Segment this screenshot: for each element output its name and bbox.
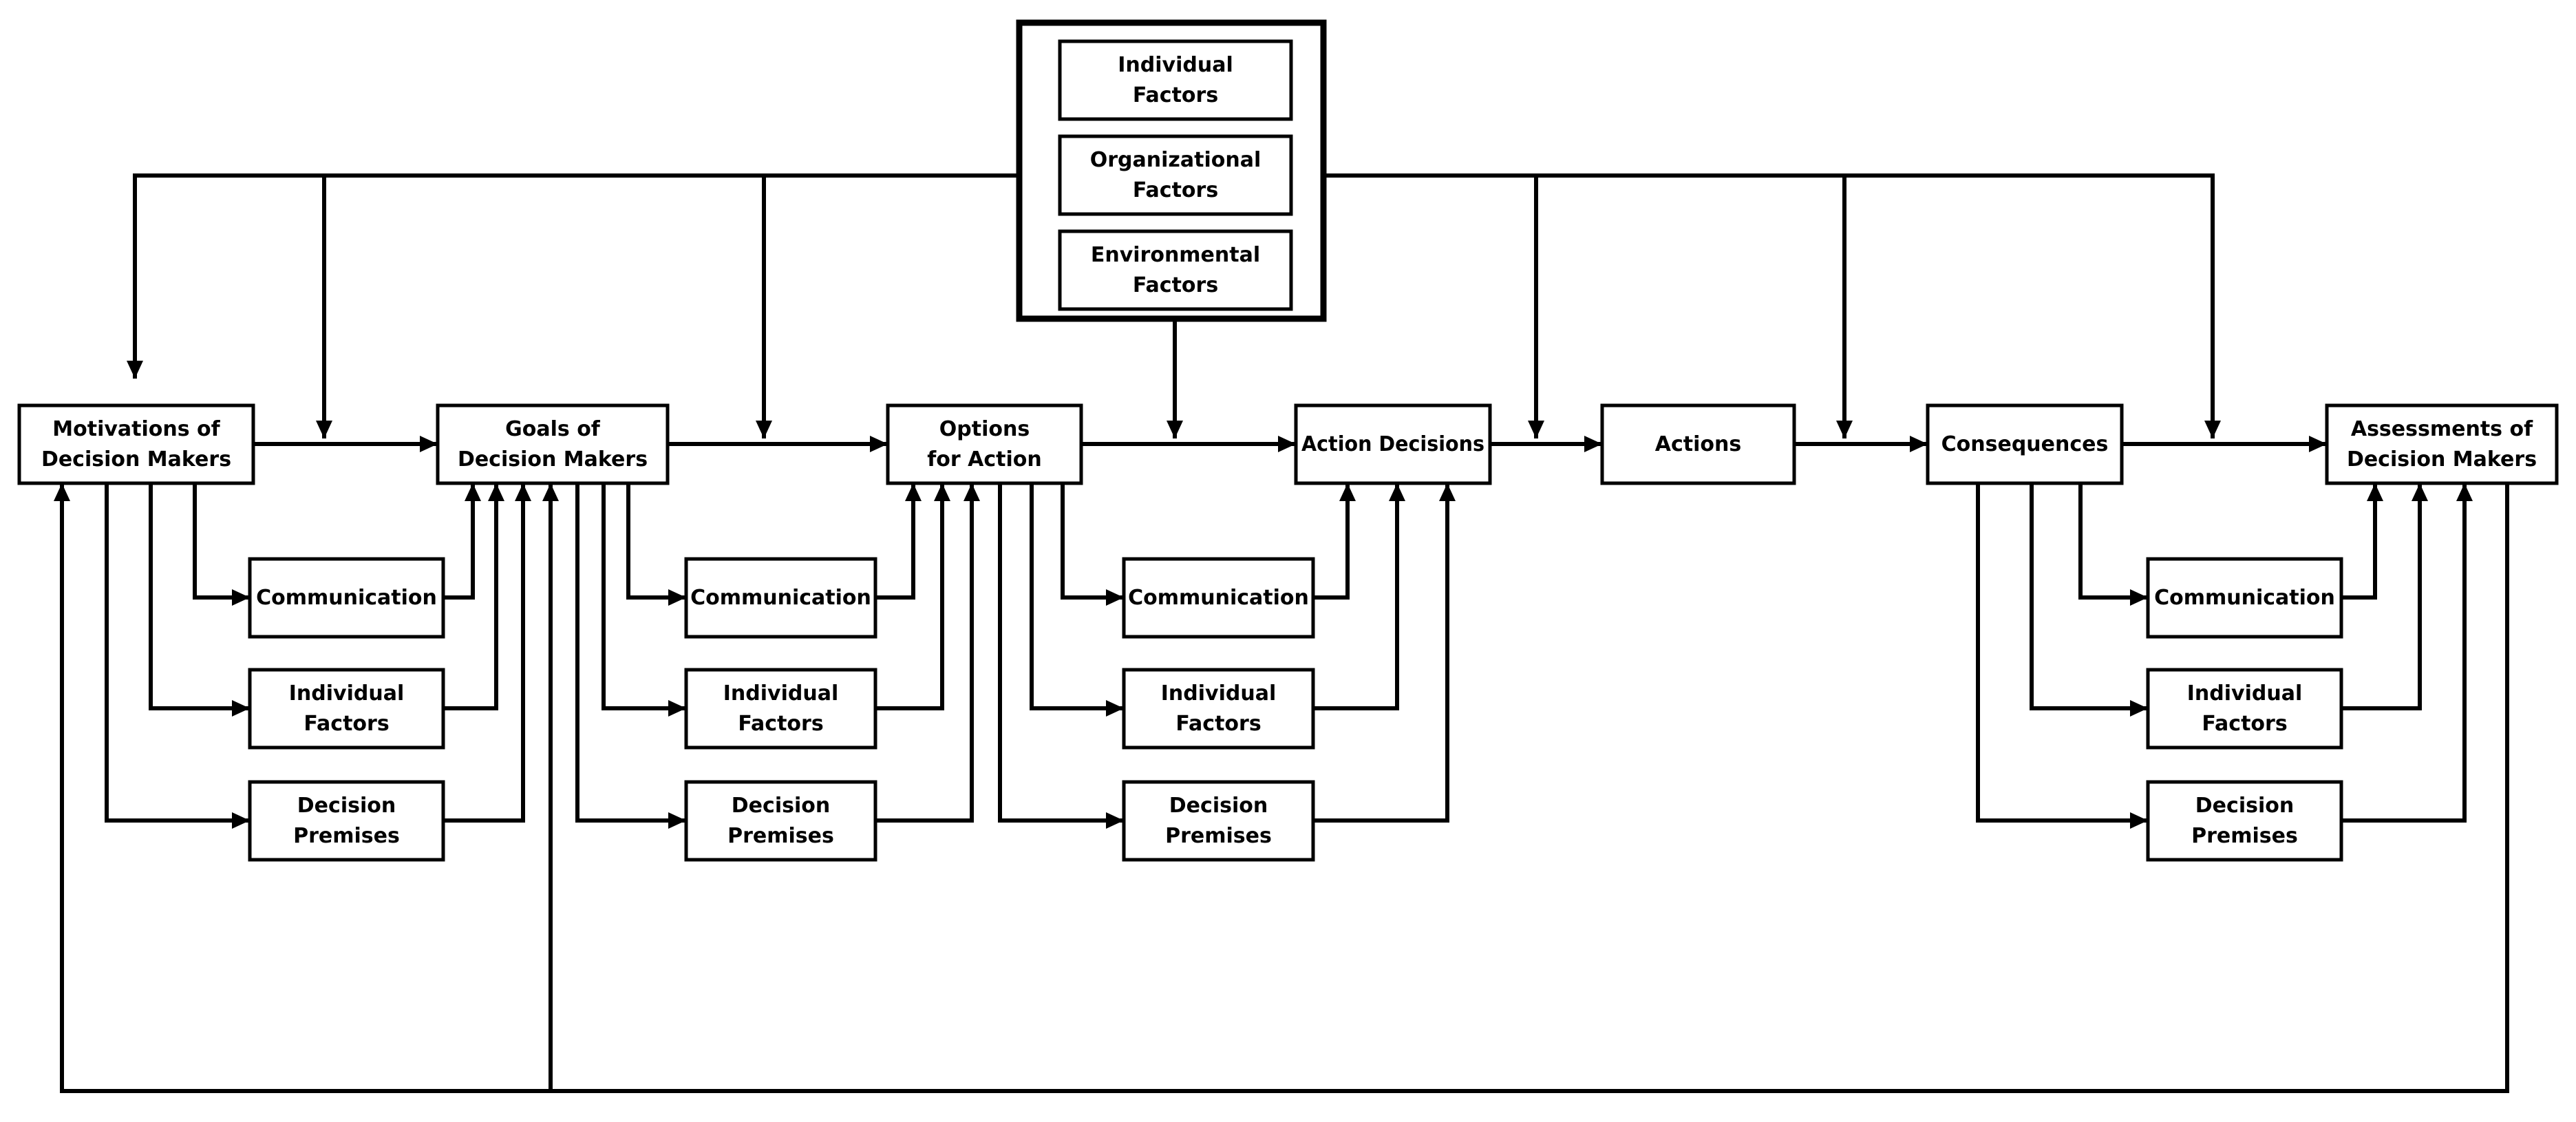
g3-individual-factors bbox=[1122, 668, 1315, 750]
g3-communication-to-decisions bbox=[1313, 483, 1356, 600]
g3-communication bbox=[1122, 557, 1315, 639]
context-individual-factors bbox=[1058, 39, 1293, 121]
g4-decision-premises bbox=[2146, 780, 2343, 862]
g2-decision-premises-label-line: Premises bbox=[727, 824, 834, 848]
goals-box-label-line: Decision Makers bbox=[458, 447, 648, 472]
g2-communication bbox=[684, 557, 877, 639]
g1-decision-premises-label-line: Premises bbox=[293, 824, 400, 848]
g2-individual-factors bbox=[684, 668, 877, 750]
diagram-boxes bbox=[17, 19, 2559, 862]
g4-individual-factors-label-line: Individual bbox=[2187, 681, 2302, 706]
options-box-label-line: Options bbox=[939, 417, 1030, 441]
options-box-label-line: for Action bbox=[927, 447, 1042, 472]
action-decisions-box-label-line: Action Decisions bbox=[1301, 432, 1484, 456]
diagram-labels: IndividualFactorsOrganizationalFactorsEn… bbox=[41, 53, 2537, 848]
g1-premises-to-goals bbox=[443, 483, 531, 823]
context-individual-factors-label-line: Factors bbox=[1133, 83, 1218, 107]
g4-consequences-to-individual bbox=[2030, 483, 2148, 717]
g1-communication-label-line: Communication bbox=[256, 586, 437, 610]
g3-decision-premises bbox=[1122, 780, 1315, 862]
assessments-box bbox=[2325, 403, 2559, 485]
g3-individual-to-decisions bbox=[1313, 483, 1405, 710]
g2-individual-to-options bbox=[875, 483, 950, 710]
g4-decision-premises-label-line: Decision bbox=[2195, 794, 2294, 818]
consequences-box-label-line: Consequences bbox=[1941, 432, 2109, 456]
g3-individual-factors-label-line: Individual bbox=[1161, 681, 1276, 706]
consequences-box bbox=[1926, 403, 2124, 485]
top-bus-right bbox=[1323, 173, 2221, 438]
context-organizational-factors-label-line: Factors bbox=[1133, 178, 1218, 202]
g1-motivations-to-individual bbox=[149, 483, 250, 717]
motivations-box-label-line: Motivations of bbox=[52, 417, 220, 441]
g2-goals-to-communication bbox=[626, 483, 686, 606]
g2-decision-premises-label-line: Decision bbox=[732, 794, 830, 818]
motivations-box-label-line: Decision Makers bbox=[41, 447, 231, 472]
g3-decision-premises-label-line: Decision bbox=[1169, 794, 1268, 818]
context-organizational-factors-label-line: Organizational bbox=[1090, 148, 1261, 172]
g4-communication bbox=[2146, 557, 2343, 639]
g2-decision-premises bbox=[684, 780, 877, 862]
goals-box-label-line: Goals of bbox=[505, 417, 601, 441]
feedback-bottom-loop bbox=[54, 483, 2509, 1093]
assessments-box-label-line: Assessments of bbox=[2351, 417, 2533, 441]
g1-motivations-to-premises bbox=[105, 483, 250, 829]
connector-lines bbox=[54, 173, 2509, 1093]
g4-consequences-to-premises bbox=[1976, 483, 2148, 829]
g3-options-to-individual bbox=[1030, 483, 1124, 717]
g4-individual-factors-label-line: Factors bbox=[2202, 712, 2287, 736]
g1-decision-premises-label-line: Decision bbox=[297, 794, 396, 818]
g2-premises-to-options bbox=[875, 483, 980, 823]
g4-decision-premises-label-line: Premises bbox=[2191, 824, 2298, 848]
g4-individual-factors bbox=[2146, 668, 2343, 750]
context-individual-factors-label-line: Individual bbox=[1118, 53, 1233, 77]
g4-communication-label-line: Communication bbox=[2154, 586, 2335, 610]
g3-options-to-communication bbox=[1061, 483, 1124, 606]
context-environmental-factors-label-line: Environmental bbox=[1091, 243, 1260, 267]
g3-individual-factors-label-line: Factors bbox=[1175, 712, 1261, 736]
g1-individual-factors-label-line: Factors bbox=[304, 712, 389, 736]
options-box bbox=[886, 403, 1083, 485]
g1-individual-to-goals bbox=[443, 483, 504, 710]
g3-communication-label-line: Communication bbox=[1128, 586, 1309, 610]
context-environmental-factors-label-line: Factors bbox=[1133, 273, 1218, 297]
g2-communication-label-line: Communication bbox=[690, 586, 871, 610]
context-organizational-factors bbox=[1058, 134, 1293, 216]
g4-consequences-to-communication bbox=[2078, 483, 2148, 606]
action-decisions-box bbox=[1294, 403, 1492, 485]
g1-communication-to-goals bbox=[443, 483, 481, 600]
g3-decision-premises-label-line: Premises bbox=[1165, 824, 1272, 848]
g1-communication bbox=[248, 557, 445, 639]
g2-goals-to-premises bbox=[575, 483, 686, 829]
actions-box-label-line: Actions bbox=[1655, 432, 1741, 456]
g1-motivations-to-communication bbox=[193, 483, 250, 606]
goals-box bbox=[436, 403, 670, 485]
g1-individual-factors bbox=[248, 668, 445, 750]
g2-individual-factors-label-line: Factors bbox=[738, 712, 823, 736]
g4-individual-to-assessments bbox=[2341, 483, 2428, 710]
context-environmental-factors bbox=[1058, 229, 1293, 311]
g1-decision-premises bbox=[248, 780, 445, 862]
g3-premises-to-decisions bbox=[1313, 483, 1456, 823]
g3-options-to-premises bbox=[998, 483, 1124, 829]
top-bus-left bbox=[127, 173, 1019, 379]
g2-goals-to-individual bbox=[602, 483, 686, 717]
g2-individual-factors-label-line: Individual bbox=[723, 681, 838, 706]
g1-individual-factors-label-line: Individual bbox=[289, 681, 404, 706]
g4-premises-to-assessments bbox=[2341, 483, 2473, 823]
actions-box bbox=[1600, 403, 1796, 485]
motivations-box bbox=[17, 403, 255, 485]
g2-communication-to-options bbox=[875, 483, 922, 600]
g4-communication-to-assessments bbox=[2341, 483, 2383, 600]
assessments-box-label-line: Decision Makers bbox=[2347, 447, 2537, 472]
